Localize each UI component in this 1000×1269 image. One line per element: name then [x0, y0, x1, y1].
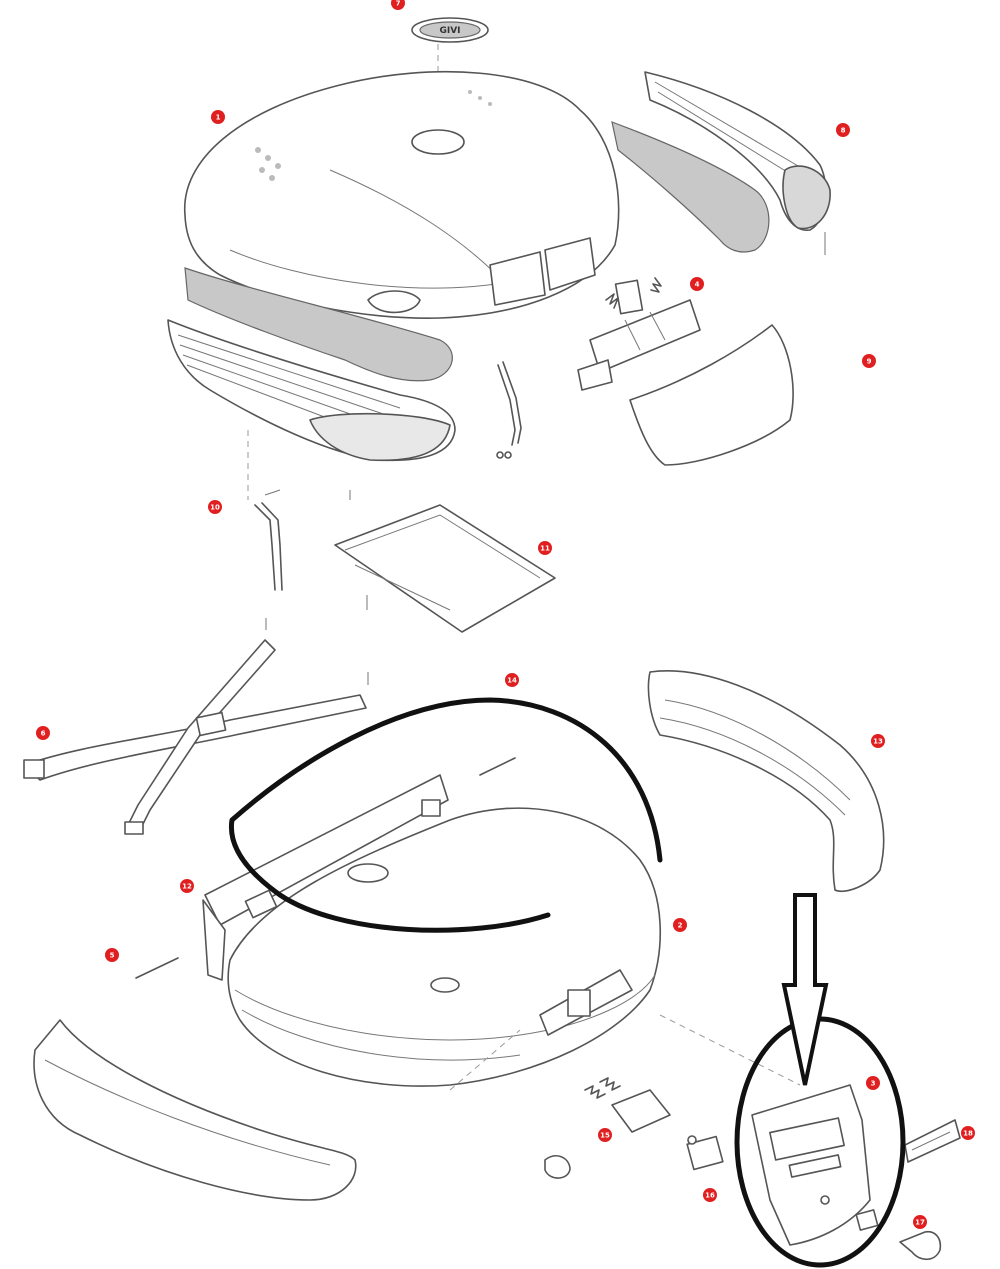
- highlight-arrow: [781, 893, 829, 1086]
- part-number-badge: 14: [505, 673, 519, 687]
- part-number-badge: 11: [538, 541, 552, 555]
- part-number-badge: 9: [862, 354, 876, 368]
- part-number-label: 14: [507, 677, 517, 685]
- part-number-badge: 10: [208, 500, 222, 514]
- part-number-badge: 2: [673, 918, 687, 932]
- latch-spring-set: [544, 1077, 671, 1179]
- part-number-label: 3: [871, 1080, 876, 1088]
- part-number-label: 1: [216, 114, 221, 122]
- hinge-bracket: [247, 430, 283, 591]
- part-number-label: 9: [867, 358, 872, 366]
- lid-shell: [184, 70, 620, 319]
- part-number-label: 6: [41, 730, 46, 738]
- lid-reflector-strip: [184, 267, 453, 382]
- part-number-label: 12: [182, 883, 192, 891]
- lock-barrel: [686, 1135, 724, 1171]
- rear-reflector-set: [611, 71, 831, 255]
- lid-front-cover: [167, 319, 456, 462]
- lid-logo-emblem: GIVI: [411, 17, 489, 43]
- part-number-badge: 13: [871, 734, 885, 748]
- part-number-badge: 1: [211, 110, 225, 124]
- part-number-label: 13: [873, 738, 883, 746]
- part-number-badge: 18: [961, 1126, 975, 1140]
- part-number-label: 15: [600, 1132, 610, 1140]
- key: [855, 1209, 942, 1261]
- part-number-label: 4: [695, 281, 700, 289]
- part-number-badge: 12: [180, 879, 194, 893]
- part-number-label: 7: [396, 0, 401, 8]
- part-number-badge: 8: [836, 123, 850, 137]
- front-latch-housing: [751, 1084, 871, 1246]
- part-number-badge: 15: [598, 1128, 612, 1142]
- front-reflector-strip: [33, 1019, 357, 1201]
- rear-back-panel: [629, 324, 794, 466]
- retaining-straps: [23, 618, 369, 835]
- part-number-label: 10: [210, 504, 220, 512]
- side-mounting-rail: [202, 774, 449, 981]
- part-number-badge: 16: [703, 1188, 717, 1202]
- brand-logo-text: GIVI: [439, 26, 460, 36]
- inner-lid-tray: [334, 490, 556, 633]
- part-number-label: 5: [110, 952, 115, 960]
- part-number-label: 11: [540, 545, 550, 553]
- seal-gasket-outline: [228, 697, 663, 933]
- part-number-label: 16: [705, 1192, 715, 1200]
- lid-lock-mechanism: [577, 277, 701, 391]
- part-number-label: 18: [963, 1130, 973, 1138]
- rear-reflector-shell: [647, 670, 885, 892]
- part-number-label: 8: [841, 127, 846, 135]
- lid-hinge-arm: [496, 361, 522, 459]
- part-number-badge: 4: [690, 277, 704, 291]
- part-number-badge: 7: [391, 0, 405, 10]
- part-number-badge: 5: [105, 948, 119, 962]
- part-number-badge: 3: [866, 1076, 880, 1090]
- part-number-badge: 6: [36, 726, 50, 740]
- base-case-shell: [227, 807, 662, 1087]
- part-number-label: 17: [915, 1219, 925, 1227]
- hinge-pin: [135, 957, 179, 979]
- latch-side-strip: [904, 1119, 961, 1163]
- part-number-label: 2: [678, 922, 683, 930]
- part-number-badge: 17: [913, 1215, 927, 1229]
